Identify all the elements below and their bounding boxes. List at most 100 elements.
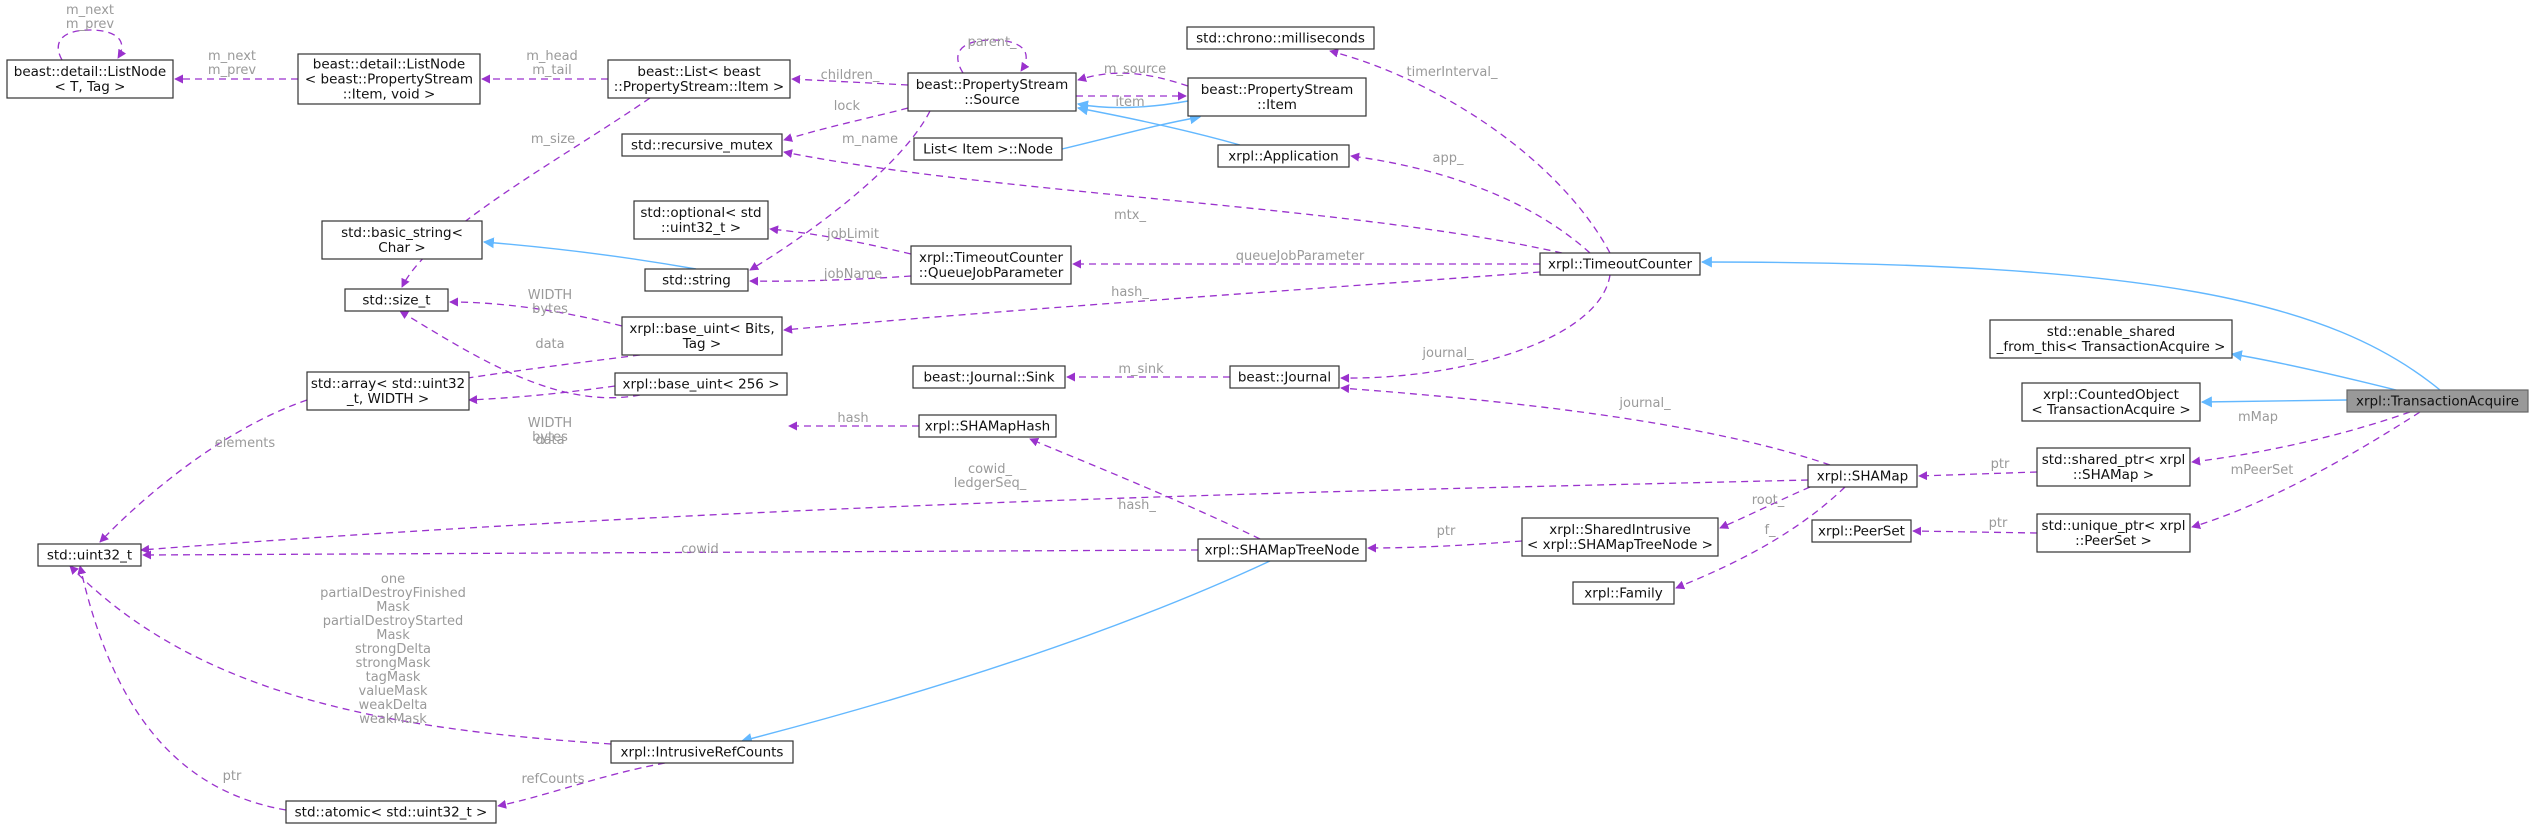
class-node-counted-object[interactable]: xrpl::CountedObject< TransactionAcquire … (2021, 382, 2201, 422)
class-node-listnode[interactable]: beast::detail::ListNode< T, Tag > (6, 59, 174, 99)
edge-label-refcounts-to-atomic: refCounts (521, 772, 584, 787)
inheritance-edge-inh-basicstring-to-string (482, 237, 697, 270)
edge-label-line: mPeerSet (2231, 463, 2294, 478)
class-node-basic-string[interactable]: std::basic_string<Char > (321, 220, 483, 260)
edge-label-source-to-item: item (1115, 95, 1144, 110)
usage-edge-uniqueptr-to-peerset (1912, 526, 2038, 536)
class-node-queue-job-param[interactable]: xrpl::TimeoutCounter::QueueJobParameter (910, 245, 1072, 285)
class-node-box (285, 800, 497, 824)
class-node-label: ::SHAMap > (2073, 467, 2154, 483)
edge-label-line: parent_ (967, 35, 1017, 50)
edge-label-line: m_tail (532, 63, 571, 78)
class-node-label: beast::PropertyStream (916, 77, 1069, 93)
class-node-optional-u32[interactable]: std::optional< std::uint32_t > (633, 200, 769, 240)
class-node-shared-intrusive[interactable]: xrpl::SharedIntrusive< xrpl::SHAMapTreeN… (1521, 517, 1719, 557)
class-node-recursive-mutex[interactable]: std::recursive_mutex (621, 133, 783, 157)
class-node-list-item-node[interactable]: List< Item >::Node (913, 137, 1063, 161)
class-node-label: _from_this< TransactionAcquire > (1996, 339, 2226, 355)
class-node-transaction-acquire[interactable]: xrpl::TransactionAcquire (2346, 389, 2529, 413)
edge-label-line: journal_ (1421, 346, 1474, 361)
usage-edge-atomic-to-u32 (77, 565, 287, 811)
class-node-label: xrpl::TimeoutCounter (919, 250, 1064, 266)
class-node-enable-shared[interactable]: std::enable_shared_from_this< Transactio… (1989, 319, 2233, 359)
class-node-label: xrpl::SHAMap (1817, 469, 1908, 485)
class-node-box (2036, 447, 2191, 487)
edge-label-line: partialDestroyFinished (320, 586, 466, 601)
edge-label-qjp-to-string: jobName (823, 267, 882, 282)
class-node-label: std::recursive_mutex (631, 138, 773, 154)
edge-label-treenode-to-u32: cowid (681, 542, 719, 557)
edge-label-line: app_ (1433, 151, 1464, 166)
class-node-label: beast::List< beast (637, 64, 760, 80)
edge-label-line: jobLimit (826, 227, 879, 242)
class-node-unique-ptr-peerset[interactable]: std::unique_ptr< xrpl::PeerSet > (2036, 513, 2191, 553)
edge-label-tc-to-app: app_ (1433, 151, 1464, 166)
edge-label-source-to-string: m_name (842, 132, 898, 147)
edge-label-line: cowid_ (968, 462, 1013, 477)
usage-edge-shamap-to-family (1675, 486, 1846, 590)
class-node-uint32[interactable]: std::uint32_t (37, 543, 142, 567)
class-node-base-uint-256[interactable]: xrpl::base_uint< 256 > (614, 372, 788, 396)
edge-label-shamap-to-journal: journal_ (1618, 396, 1671, 411)
edge-label-source-to-mutex: lock (834, 99, 861, 114)
class-node-box (621, 133, 783, 157)
class-node-label: xrpl::TransactionAcquire (2356, 394, 2519, 410)
class-node-application[interactable]: xrpl::Application (1217, 144, 1350, 168)
edge-label-ta-to-sharedptr: mMap (2238, 410, 2278, 425)
class-node-list-item[interactable]: beast::List< beast::PropertyStream::Item… (607, 59, 791, 99)
edge-label-atomic-to-u32: ptr (223, 769, 242, 784)
class-node-box (910, 245, 1072, 285)
class-node-atomic-u32[interactable]: std::atomic< std::uint32_t > (285, 800, 497, 824)
edge-label-line: elements (215, 436, 276, 451)
class-node-std-string[interactable]: std::string (644, 268, 749, 292)
class-node-box (2346, 389, 2529, 413)
usage-edge-sharedptr-to-shamap (1918, 471, 2038, 481)
edge-label-baseuint-to-array: data (535, 337, 564, 352)
usage-edge-intrusive-to-treenode (1367, 540, 1523, 553)
edge-label-shamap-to-u32: cowid_ledgerSeq_ (954, 462, 1027, 491)
class-node-size-t[interactable]: std::size_t (344, 288, 449, 312)
class-node-label: ::PeerSet > (2075, 533, 2152, 549)
class-node-intrusive-refcounts[interactable]: xrpl::IntrusiveRefCounts (610, 740, 794, 764)
class-node-journal[interactable]: beast::Journal (1229, 365, 1340, 389)
edge-label-line: valueMask (359, 684, 428, 699)
class-node-box (2021, 382, 2201, 422)
usage-edge-qjp-to-string (749, 275, 912, 286)
edge-label-line: data (535, 337, 564, 352)
class-node-label: xrpl::CountedObject (2043, 387, 2179, 403)
class-node-box (37, 543, 142, 567)
class-node-label: beast::Journal (1238, 370, 1331, 386)
edge-label-tc-to-qjp: queueJobParameter (1236, 249, 1365, 264)
usage-edge-treenode-to-hash (1029, 437, 1261, 540)
class-node-ps-item[interactable]: beast::PropertyStream::Item (1187, 77, 1367, 117)
class-node-box (1187, 77, 1367, 117)
class-node-shared-ptr-shamap[interactable]: std::shared_ptr< xrpl::SHAMap > (2036, 447, 2191, 487)
edge-label-line: tagMask (366, 670, 421, 685)
class-node-listnode-item[interactable]: beast::detail::ListNode< beast::Property… (297, 53, 481, 105)
class-node-journal-sink[interactable]: beast::Journal::Sink (912, 365, 1066, 389)
class-node-base-uint-bits[interactable]: xrpl::base_uint< Bits,Tag > (621, 316, 783, 356)
class-node-shamap[interactable]: xrpl::SHAMap (1807, 464, 1918, 488)
edge-label-line: strongMask (356, 656, 431, 671)
class-node-treenode[interactable]: xrpl::SHAMapTreeNode (1197, 538, 1367, 562)
inheritance-edge-inh-es-to-ta (2230, 350, 2401, 392)
edge-label-line: timerInterval_ (1407, 65, 1499, 80)
class-node-label: xrpl::SharedIntrusive (1549, 522, 1691, 538)
edge-label-line: f_ (1764, 523, 1776, 538)
class-node-family[interactable]: xrpl::Family (1572, 581, 1675, 605)
class-node-label: beast::detail::ListNode (14, 64, 166, 80)
class-node-ps-source[interactable]: beast::PropertyStream::Source (907, 72, 1077, 112)
class-node-std-array[interactable]: std::array< std::uint32_t, WIDTH > (306, 371, 470, 411)
edge-label-line: m_sink (1118, 362, 1164, 377)
class-node-label: < xrpl::SHAMapTreeNode > (1527, 537, 1713, 553)
usage-edge-source-to-string (749, 110, 931, 271)
edge-label-line: ptr (223, 769, 242, 784)
class-node-timeout-counter[interactable]: xrpl::TimeoutCounter (1539, 252, 1701, 276)
class-node-box (2036, 513, 2191, 553)
class-node-chrono-ms[interactable]: std::chrono::milliseconds (1186, 26, 1375, 50)
class-node-shamap-hash[interactable]: xrpl::SHAMapHash (918, 414, 1057, 438)
class-node-peerset[interactable]: xrpl::PeerSet (1811, 519, 1912, 543)
edge-label-sharedptr-to-shamap: ptr (1991, 457, 2010, 472)
class-node-label: Char > (378, 240, 425, 256)
usage-edge-tc-to-mutex (783, 149, 1563, 254)
